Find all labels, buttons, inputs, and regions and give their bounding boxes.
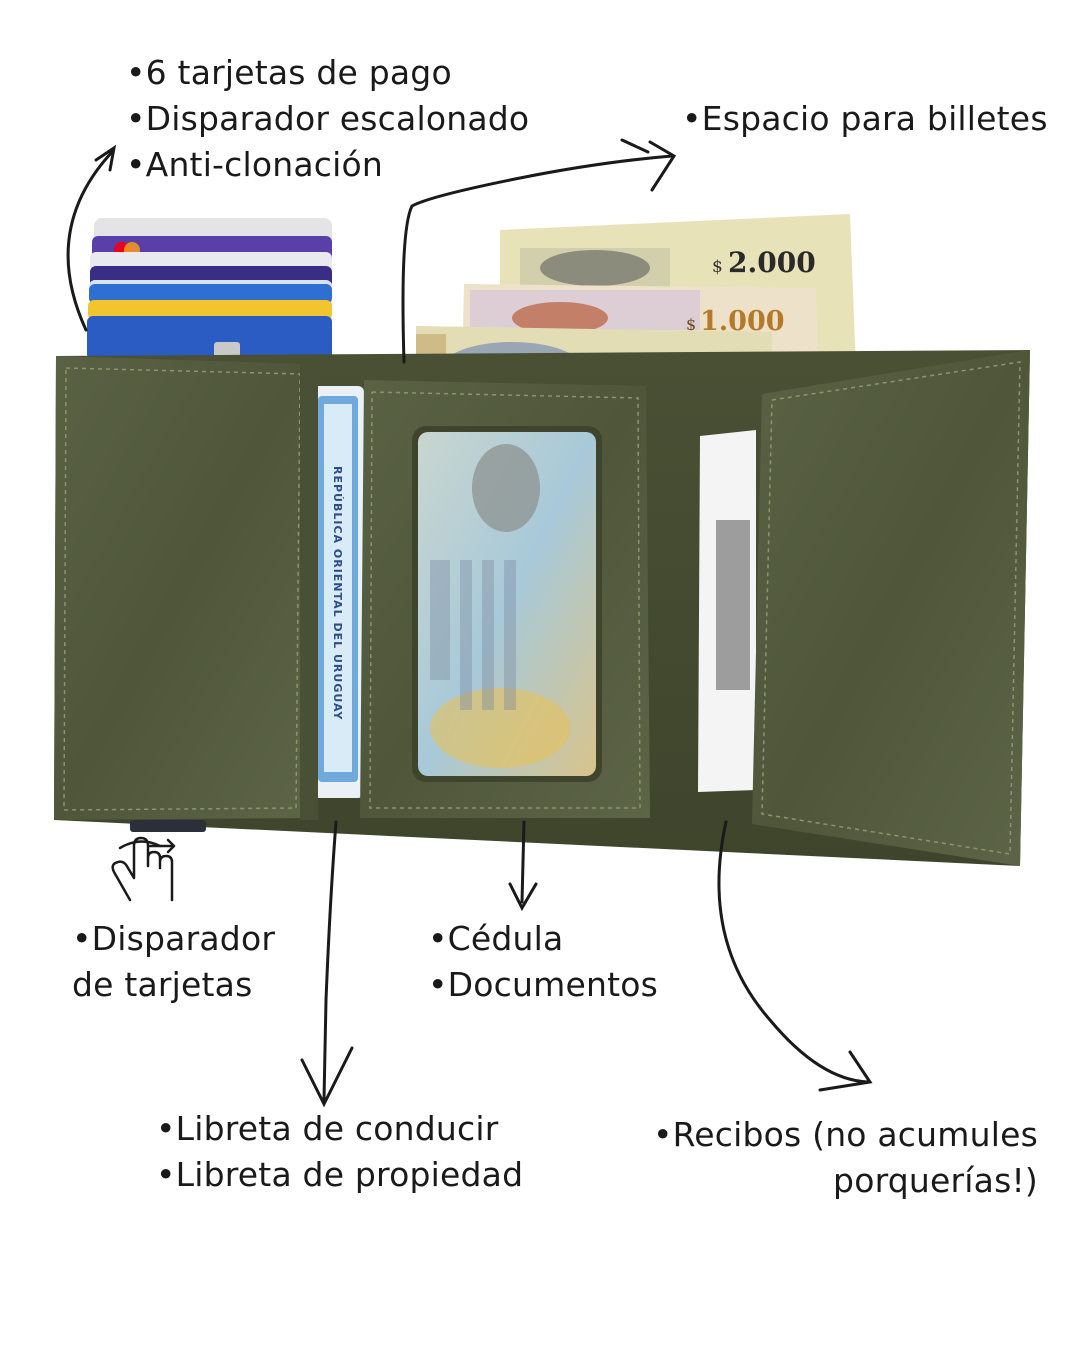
left-pocket-edge xyxy=(300,364,318,820)
callout-receipts-line-2: porquerías!) xyxy=(833,1161,1038,1200)
arrow-id xyxy=(520,820,526,904)
callout-id-line-2: •Documentos xyxy=(428,965,659,1004)
arrow-cards xyxy=(66,150,114,332)
swipe-hand-icon xyxy=(111,836,176,902)
callout-bills: •Espacio para billetes xyxy=(682,96,1048,142)
arrow-receipts xyxy=(717,820,870,1084)
callout-arrows xyxy=(66,138,873,1108)
svg-text:$: $ xyxy=(686,315,696,334)
payment-cards-stack xyxy=(87,218,332,360)
callout-bills-line-1: •Espacio para billetes xyxy=(682,99,1048,138)
callout-licenses: •Libreta de conducir •Libreta de propied… xyxy=(156,1106,523,1198)
driving-license-card: REPÚBLICA ORIENTAL DEL URUGUAY xyxy=(310,386,364,798)
svg-text:$: $ xyxy=(712,257,723,277)
license-card-text: REPÚBLICA ORIENTAL DEL URUGUAY xyxy=(331,466,344,720)
banknote-2000-value: 2.000 xyxy=(728,246,816,279)
arrow-licenses xyxy=(322,820,338,1102)
wallet-right-flap xyxy=(752,350,1030,866)
callout-trigger-line-2: de tarjetas xyxy=(72,965,253,1004)
wallet-middle-panel xyxy=(360,380,650,818)
callout-licenses-line-1: •Libreta de conducir xyxy=(156,1109,499,1148)
card-trigger-button xyxy=(130,820,206,832)
id-photo xyxy=(472,444,540,532)
callout-cards-line-3: •Anti-clonación xyxy=(126,145,384,184)
callout-trigger-line-1: •Disparador xyxy=(72,919,276,958)
callout-cards-line-1: •6 tarjetas de pago xyxy=(126,53,452,92)
arrow-bills xyxy=(401,154,674,364)
callout-cards-line-2: •Disparador escalonado xyxy=(126,99,530,138)
callout-receipts: •Recibos (no acumules porquerías!) xyxy=(653,1112,1038,1204)
callout-id: •Cédula •Documentos xyxy=(428,916,658,1008)
id-card-window xyxy=(418,432,596,776)
callout-receipts-line-1: •Recibos (no acumules xyxy=(652,1115,1038,1154)
callout-id-line-1: •Cédula xyxy=(428,919,564,958)
callout-cards: •6 tarjetas de pago •Disparador escalona… xyxy=(126,50,529,188)
callout-trigger: •Disparador de tarjetas xyxy=(72,916,275,1008)
callout-licenses-line-2: •Libreta de propiedad xyxy=(156,1155,524,1194)
receipt-slip xyxy=(698,430,756,792)
wallet-left-flap xyxy=(54,356,310,820)
